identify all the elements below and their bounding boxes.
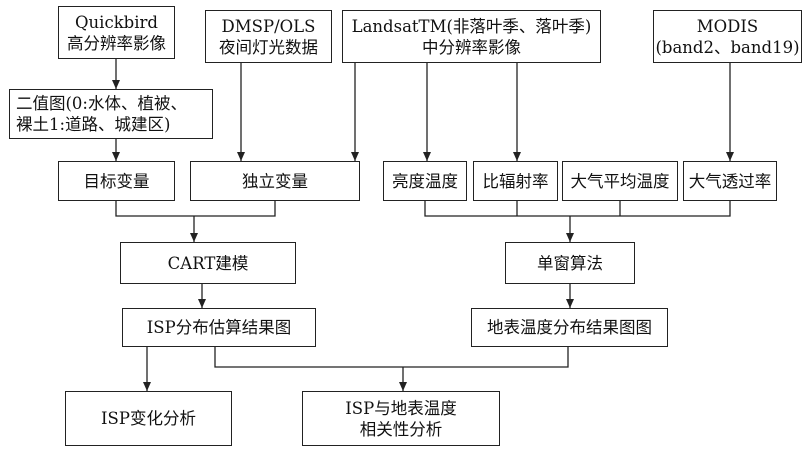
node-mean-air-temperature: 大气平均温度 [562, 161, 678, 201]
node-dmsp-line1: DMSP/OLS [221, 16, 316, 36]
node-target-variable-label: 目标变量 [83, 171, 150, 191]
node-landsat-line1: LandsatTM(非落叶季、落叶季) [351, 16, 592, 36]
node-mean-air-temperature-label: 大气平均温度 [570, 171, 670, 191]
node-lst-result-map-label: 地表温度分布结果图图 [487, 318, 652, 337]
node-transmittance-label: 大气透过率 [688, 171, 772, 191]
connector-params-merge [424, 201, 731, 217]
node-landsat-line2: 中分辨率影像 [422, 37, 521, 57]
node-independent-variable: 独立变量 [190, 161, 360, 201]
node-single-window-algorithm-label: 单窗算法 [537, 253, 603, 273]
node-cart-modeling: CART建模 [120, 242, 296, 284]
node-quickbird: Quickbird 高分辨率影像 [58, 6, 175, 59]
node-binary-line2: 裸土1:道路、城建区) [16, 115, 171, 134]
node-binary-map: 二值图(0:水体、植被、 裸土1:道路、城建区) [9, 89, 213, 139]
node-lst-result-map: 地表温度分布结果图图 [471, 308, 668, 347]
node-binary-line1: 二值图(0:水体、植被、 [16, 94, 187, 113]
node-correlation-line1: ISP与地表温度 [345, 398, 457, 418]
node-isp-change-analysis: ISP变化分析 [65, 391, 232, 446]
node-brightness-temperature-label: 亮度温度 [392, 171, 458, 191]
connector-vars-merge [115, 201, 276, 217]
node-quickbird-line1: Quickbird [75, 12, 158, 32]
node-single-window-algorithm: 单窗算法 [505, 242, 635, 284]
node-isp-result-map: ISP分布估算结果图 [122, 308, 316, 347]
node-correlation-line2: 相关性分析 [359, 419, 443, 439]
node-brightness-temperature: 亮度温度 [383, 161, 467, 201]
node-transmittance: 大气透过率 [683, 161, 777, 201]
node-modis: MODIS (band2、band19) [653, 10, 802, 63]
node-independent-variable-label: 独立变量 [242, 171, 308, 191]
connector-results-merge [214, 347, 569, 368]
node-isp-result-map-label: ISP分布估算结果图 [146, 318, 292, 337]
node-emissivity-label: 比辐射率 [482, 171, 549, 191]
node-dmsp-ols: DMSP/OLS 夜间灯光数据 [205, 10, 332, 63]
node-isp-change-analysis-label: ISP变化分析 [101, 409, 196, 428]
node-cart-modeling-label: CART建模 [167, 253, 249, 273]
node-dmsp-line2: 夜间灯光数据 [219, 37, 318, 57]
node-isp-lst-correlation: ISP与地表温度 相关性分析 [302, 391, 500, 446]
node-quickbird-line2: 高分辨率影像 [67, 33, 166, 53]
node-modis-line2: (band2、band19) [655, 37, 800, 57]
node-landsat-tm: LandsatTM(非落叶季、落叶季) 中分辨率影像 [342, 10, 601, 63]
node-modis-line1: MODIS [696, 16, 759, 36]
node-emissivity: 比辐射率 [473, 161, 558, 201]
node-target-variable: 目标变量 [58, 161, 175, 201]
